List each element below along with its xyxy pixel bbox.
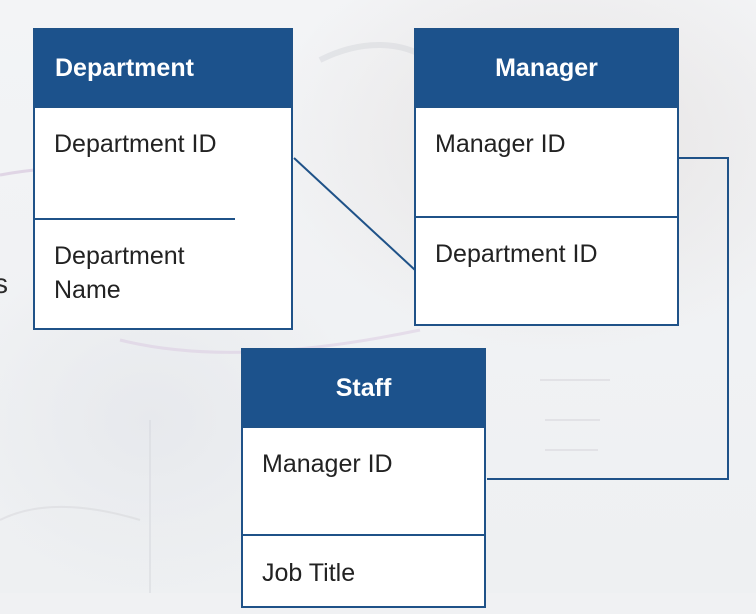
entity-manager: Manager Manager ID Department ID <box>414 28 679 326</box>
entity-department: Department Department ID Department Name <box>33 28 293 330</box>
connector-department-id <box>293 157 416 271</box>
relationship-connectors <box>293 157 729 480</box>
connector-manager-id <box>487 157 729 480</box>
entity-manager-field-department-id: Department ID <box>416 216 677 324</box>
entity-manager-title: Manager <box>416 30 677 106</box>
entity-department-title: Department <box>35 30 291 106</box>
entity-staff: Staff Manager ID Job Title <box>241 348 486 608</box>
entity-department-field-department-id: Department ID <box>35 106 291 218</box>
entity-staff-title: Staff <box>243 350 484 426</box>
entity-department-field-department-name: Department Name <box>35 218 235 328</box>
entity-staff-field-job-title: Job Title <box>243 534 484 614</box>
entity-staff-field-manager-id: Manager ID <box>243 426 484 534</box>
entity-manager-field-manager-id: Manager ID <box>416 106 677 216</box>
partial-slide-text: s <box>0 268 8 299</box>
